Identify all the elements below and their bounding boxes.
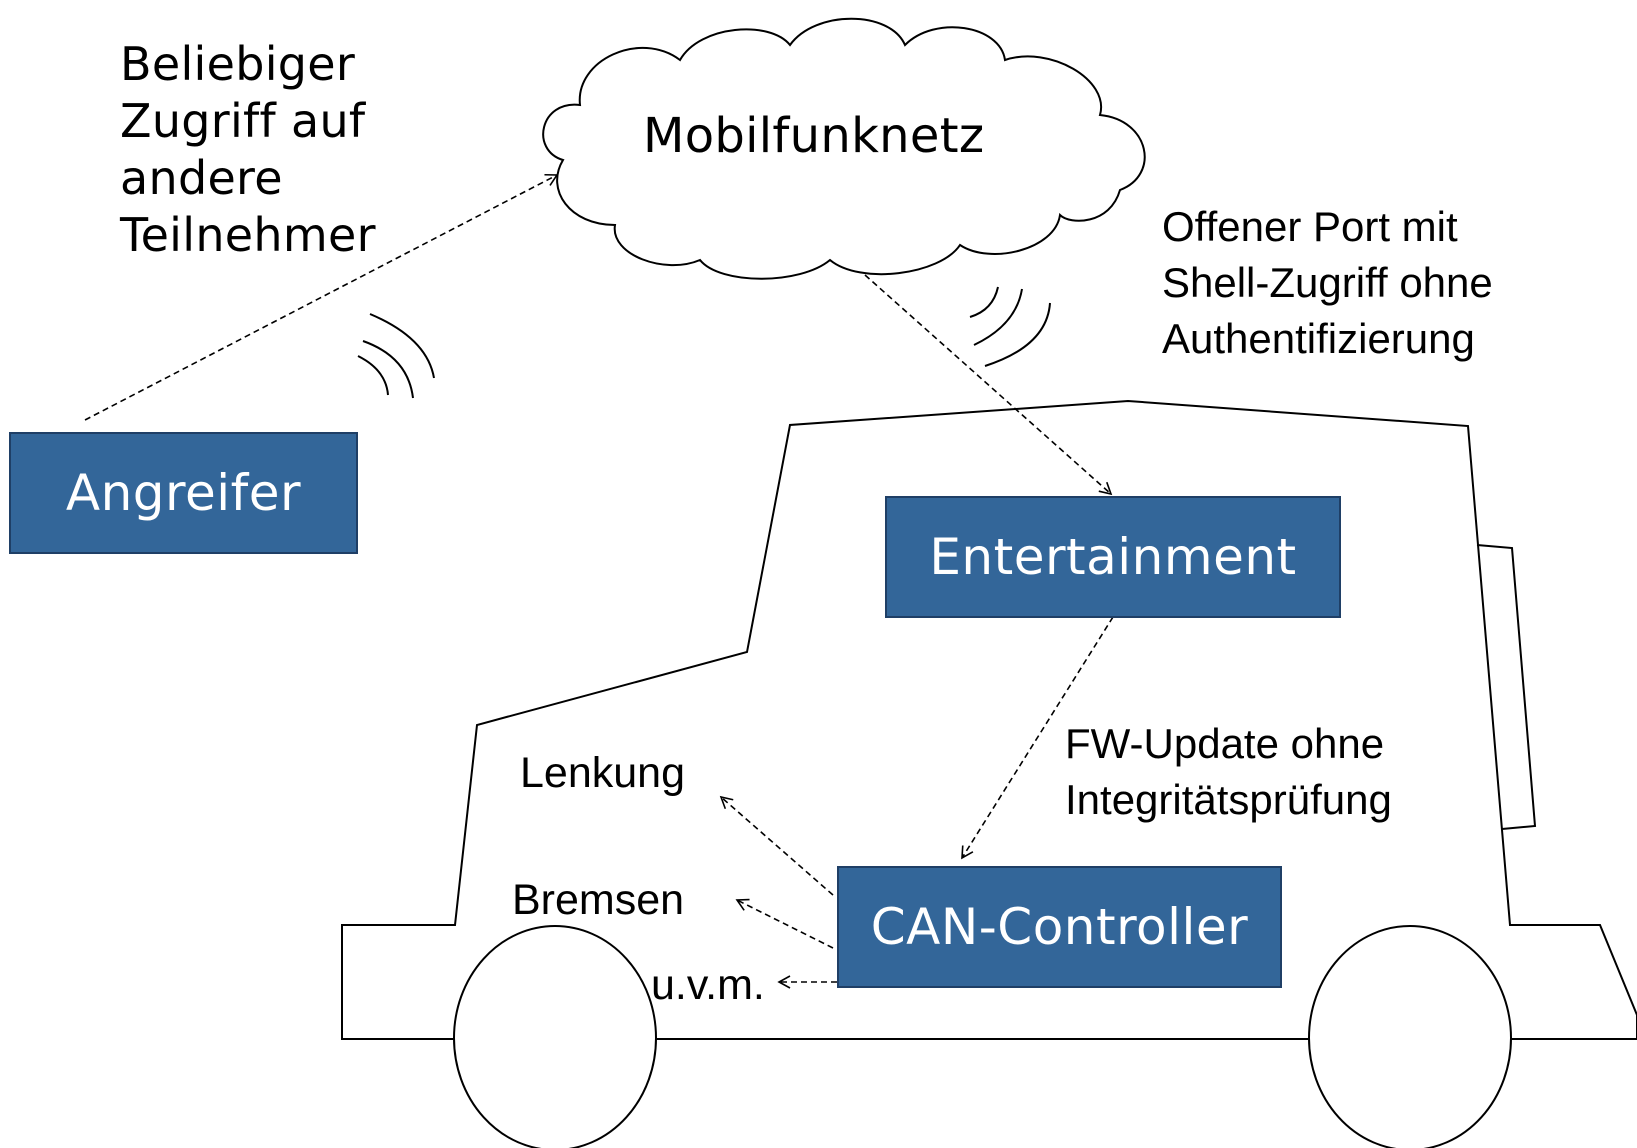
attacker-access-line-4: Teilnehmer	[120, 208, 376, 262]
open-port-note: Offener Port mit Shell-Zugriff ohne Auth…	[1162, 199, 1493, 367]
cloud-label: Mobilfunknetz	[643, 108, 985, 164]
fw-update-note: FW-Update ohne Integritätsprüfung	[1065, 716, 1392, 828]
attacker-box: Angreifer	[9, 432, 358, 554]
attacker-access-line-1: Beliebiger	[120, 37, 356, 91]
fw-update-line-1: FW-Update ohne	[1065, 720, 1385, 767]
front-wheel	[453, 925, 657, 1148]
radio-waves-attacker	[357, 313, 435, 399]
attacker-access-line-2: Zugriff auf	[120, 94, 366, 148]
arrow-attacker-to-cloud	[84, 173, 559, 421]
attacker-access-line-3: andere	[120, 151, 283, 205]
open-port-line-2: Shell-Zugriff ohne	[1162, 259, 1493, 306]
fw-update-line-2: Integritätsprüfung	[1065, 776, 1392, 823]
attacker-access-note: Beliebiger Zugriff auf andere Teilnehmer	[120, 36, 376, 264]
can-controller-box: CAN-Controller	[837, 866, 1282, 988]
rear-wheel	[1308, 925, 1512, 1148]
arrow-cloud-to-entertainment	[864, 274, 1113, 496]
arrow-can-to-steering	[719, 795, 834, 896]
open-port-line-1: Offener Port mit	[1162, 203, 1458, 250]
arrow-entertainment-to-can	[961, 616, 1114, 860]
arrow-can-to-brakes	[735, 898, 834, 949]
cloud-shape	[542, 17, 1146, 280]
radio-waves-car	[969, 286, 1051, 367]
open-port-line-3: Authentifizierung	[1162, 315, 1475, 362]
target-steering: Lenkung	[520, 749, 685, 797]
target-brakes: Bremsen	[512, 876, 685, 924]
entertainment-box: Entertainment	[885, 496, 1341, 618]
car-tailgate	[1476, 544, 1537, 830]
target-more: u.v.m.	[651, 961, 765, 1009]
